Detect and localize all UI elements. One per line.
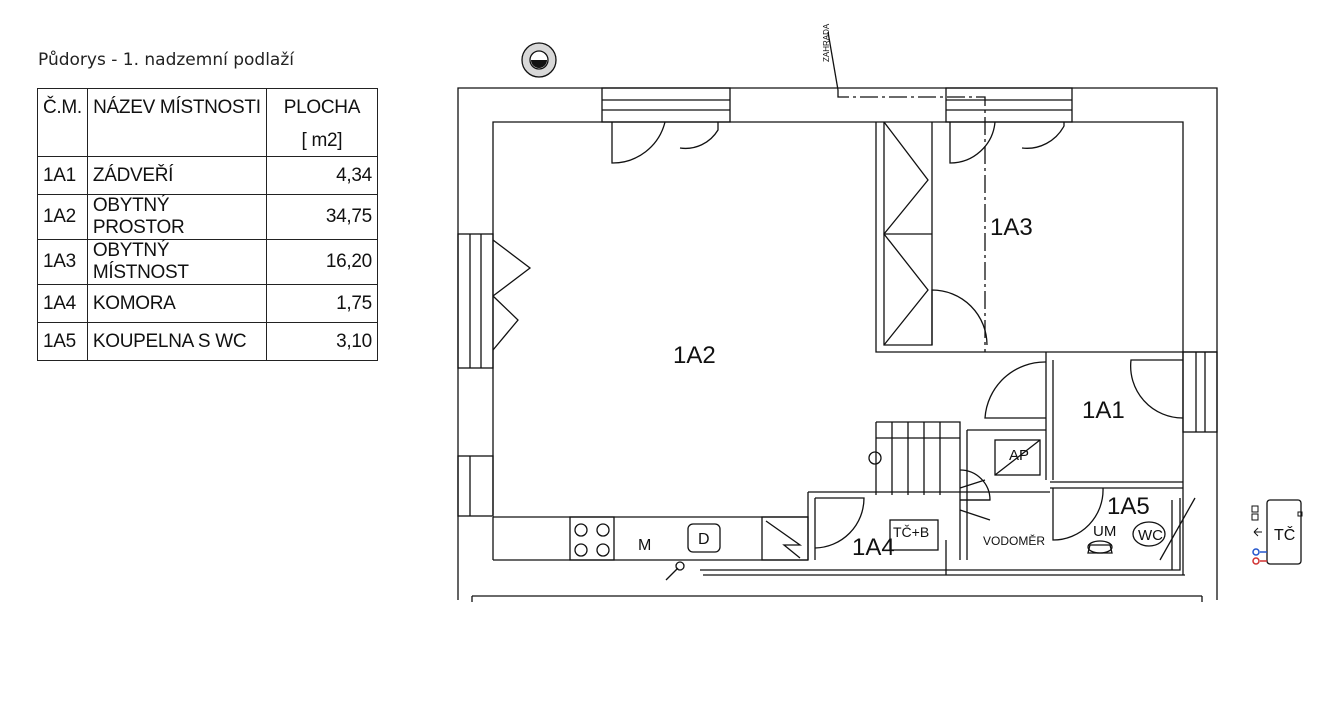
room-name: ZÁDVEŘÍ	[86, 156, 267, 195]
room-area: 34,75	[265, 194, 378, 240]
heat-pump-unit: TČ	[1251, 499, 1303, 565]
fixture-label-m: M	[638, 537, 651, 554]
room-label-1a2: 1A2	[673, 342, 716, 369]
window-top-right	[945, 87, 1073, 123]
fixture-label-um: UM	[1093, 523, 1116, 540]
room-name: KOMORA	[86, 284, 267, 323]
room-area: 1,75	[265, 284, 378, 323]
inner-wall-line	[492, 121, 1184, 575]
room-area: 4,34	[265, 156, 378, 195]
room-area: 16,20	[265, 239, 378, 285]
room-label-1a5: 1A5	[1107, 493, 1150, 520]
header-area: PLOCHA [ m2]	[265, 88, 378, 157]
heat-pump-label: TČ	[1274, 525, 1295, 544]
window-right	[1182, 351, 1218, 433]
pipe-label-zahrada: ZAHRADA	[822, 23, 831, 62]
room-name: OBYTNÝ PROSTOR	[86, 194, 267, 240]
room-label-1a3: 1A3	[990, 214, 1033, 241]
room-label-1a4: 1A4	[852, 534, 895, 561]
table-row: 1A3 OBYTNÝ MÍSTNOST 16,20	[37, 239, 378, 285]
fixture-ap	[994, 439, 1041, 476]
table-row: 1A2 OBYTNÝ PROSTOR 34,75	[37, 194, 378, 240]
window-left-lower	[457, 455, 494, 517]
table-header-row: Č.M. NÁZEV MÍSTNOSTI PLOCHA [ m2]	[37, 88, 378, 157]
table-row: 1A1 ZÁDVEŘÍ 4,34	[37, 156, 378, 195]
table-row: 1A5 KOUPELNA S WC 3,10	[37, 322, 378, 361]
tc-b-unit	[889, 519, 939, 551]
room-table: Č.M. NÁZEV MÍSTNOSTI PLOCHA [ m2] 1A1 ZÁ…	[37, 88, 378, 361]
fixture-label-tc-b: TČ+B	[893, 524, 929, 540]
header-name: NÁZEV MÍSTNOSTI	[86, 88, 267, 157]
plan-caption: Půdorys - 1. nadzemní podlaží	[38, 50, 294, 70]
room-label-1a1: 1A1	[1082, 397, 1125, 424]
header-area-unit: [ m2]	[301, 130, 343, 151]
window-left	[457, 233, 494, 369]
window-top-left	[601, 87, 731, 123]
header-code: Č.M.	[37, 88, 88, 157]
fixture-label-wc: WC	[1138, 527, 1163, 544]
fixture-label-d: D	[698, 531, 710, 548]
fixture-label-ap: AP	[1009, 447, 1029, 464]
room-code: 1A5	[37, 322, 88, 361]
room-code: 1A4	[37, 284, 88, 323]
header-area-label: PLOCHA	[283, 97, 361, 118]
table-row: 1A4 KOMORA 1,75	[37, 284, 378, 323]
fixture-label-vodomer: VODOMĚR	[983, 533, 1045, 548]
room-name: OBYTNÝ MÍSTNOST	[86, 239, 267, 285]
section-symbol	[521, 42, 557, 78]
room-code: 1A2	[37, 194, 88, 240]
room-area: 3,10	[265, 322, 378, 361]
